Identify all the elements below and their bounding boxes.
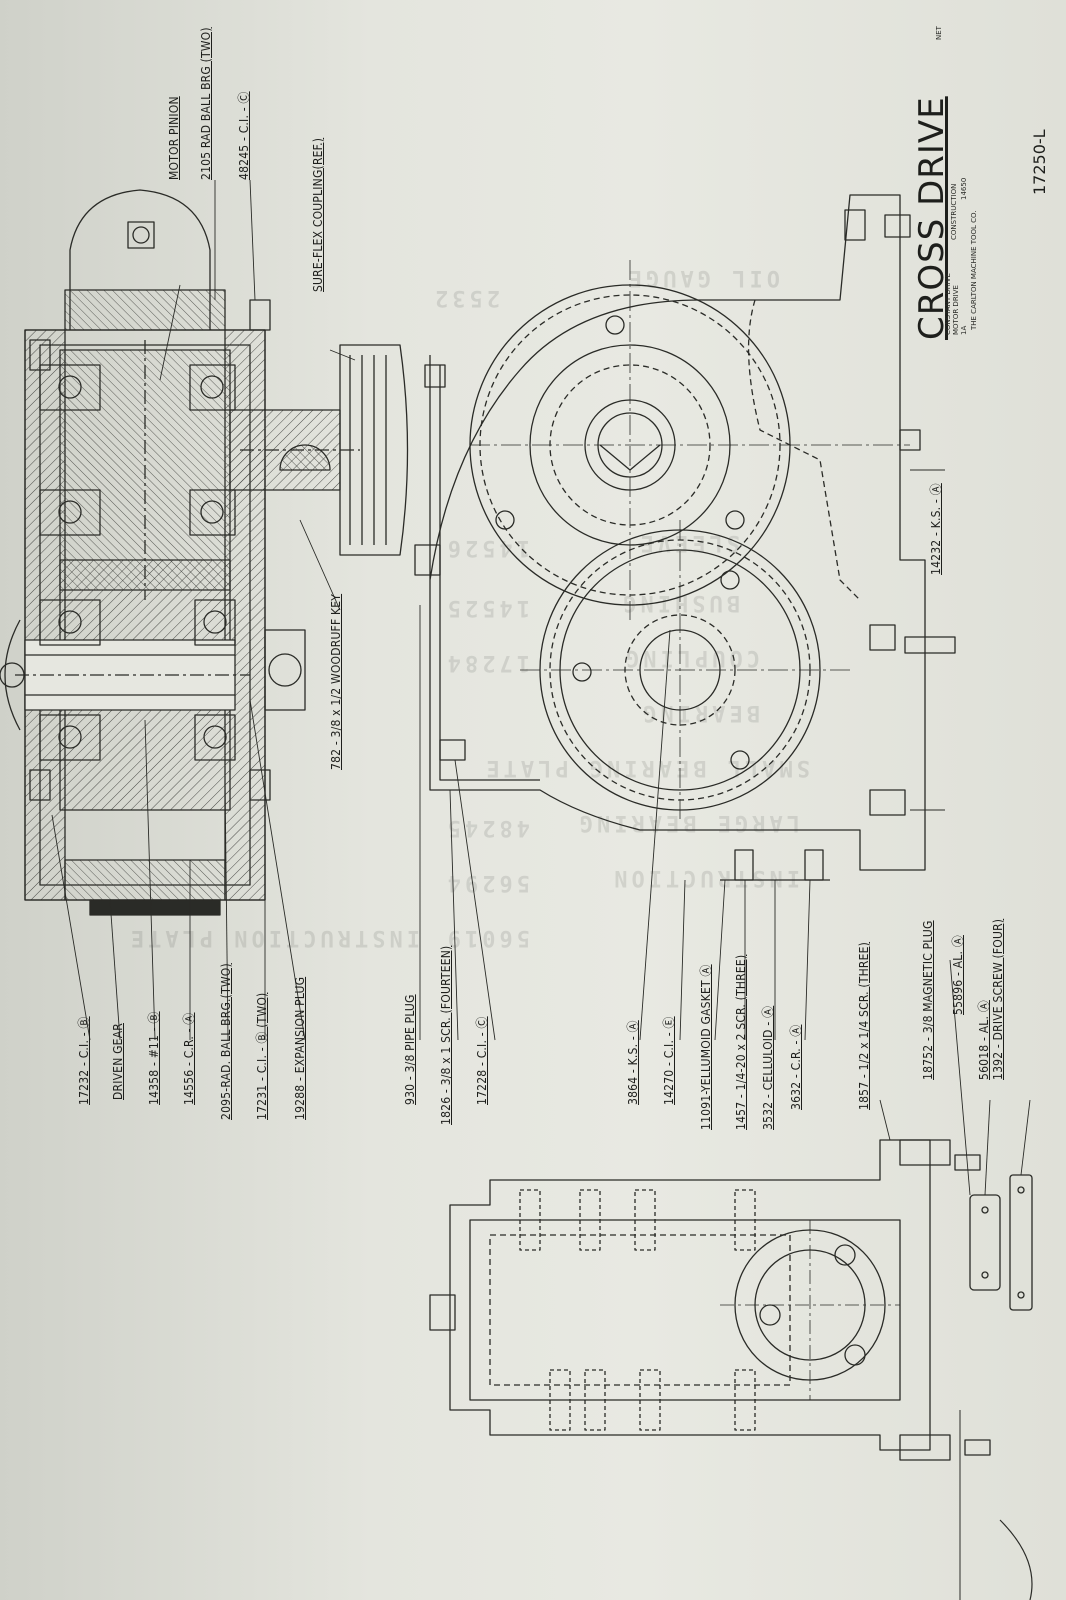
callout-motor-pinion: MOTOR PINION bbox=[167, 96, 181, 180]
callout-17231: 17231 - C.I. - Ⓑ (TWO) bbox=[255, 992, 269, 1120]
callout-930: 930 - 3/8 PIPE PLUG bbox=[403, 994, 417, 1105]
callout-2105: 2105 RAD BALL BRG (TWO) bbox=[199, 27, 213, 180]
callout-14270: 14270 - C.I. - Ⓔ bbox=[662, 1016, 676, 1105]
bottom-view-housing bbox=[429, 1139, 1033, 1461]
title-line-c: CONSTRUCTION bbox=[950, 183, 958, 240]
leader-lines bbox=[51, 179, 1031, 1196]
callout-2095: 2095-RAD. BALL BRG.(TWO) bbox=[219, 963, 233, 1120]
title-line-a: CONSTANT DRIVE bbox=[944, 273, 952, 335]
callout-1826: 1826 - 3/8 x 1 SCR. (FOURTEEN) bbox=[439, 945, 453, 1125]
callout-3632: 3632 - C.R. - Ⓐ bbox=[789, 1024, 803, 1110]
callout-3532: 3532 - CELLULOID - Ⓐ bbox=[761, 1005, 775, 1130]
callout-17228: 17228 - C.I. - Ⓒ bbox=[475, 1016, 489, 1105]
callout-driven-gear: DRIVEN GEAR bbox=[111, 1023, 125, 1100]
front-view-housing bbox=[414, 194, 956, 881]
callout-woodruff-key: 782 - 3/8 x 1/2 WOODRUFF KEY bbox=[329, 593, 343, 770]
callout-1857: 1857 - 1/2 x 1/4 SCR. (THREE) bbox=[857, 941, 871, 1110]
callout-11091: 11091-YELLUMOID GASKET Ⓐ bbox=[699, 964, 713, 1130]
callout-14232: 14232 - K.S. - Ⓐ bbox=[929, 483, 943, 575]
callout-19288: 19288 - EXPANSION PLUG bbox=[293, 976, 307, 1120]
company-name: THE CARLTON MACHINE TOOL CO. bbox=[970, 210, 978, 330]
callout-55896: 55896 - AL. Ⓐ bbox=[951, 935, 965, 1015]
callout-56018: 56018 - AL. Ⓐ bbox=[977, 1000, 991, 1080]
callout-48245: 48245 - C.I. - Ⓒ bbox=[237, 91, 251, 180]
callout-18752: 18752 - 3/8 MAGNETIC PLUG bbox=[921, 920, 935, 1080]
section-view-housing bbox=[0, 189, 409, 916]
drawing-number: 17250-L bbox=[1030, 129, 1049, 195]
callout-sure-flex: SURE-FLEX COUPLING(REF.) bbox=[311, 137, 325, 292]
callout-3864: 3864 - K.S. - Ⓐ bbox=[626, 1020, 640, 1105]
callout-14358: 14358 - #11 - Ⓑ bbox=[147, 1011, 161, 1105]
title-line-b: MOTOR DRIVE bbox=[952, 285, 960, 335]
callout-14556: 14556 - C.R. - Ⓐ bbox=[182, 1012, 196, 1105]
sheet-mark: NET bbox=[935, 26, 943, 40]
callout-1392: 1392 - DRIVE SCREW (FOUR) bbox=[991, 918, 1005, 1080]
callout-1457: 1457 - 1/4-20 x 2 SCR. (THREE) bbox=[734, 954, 748, 1130]
callout-17232: 17232 - C.I. - Ⓑ bbox=[77, 1016, 91, 1105]
title-line-d: 14650 bbox=[960, 177, 968, 200]
title-line-e: 1A bbox=[960, 325, 968, 335]
